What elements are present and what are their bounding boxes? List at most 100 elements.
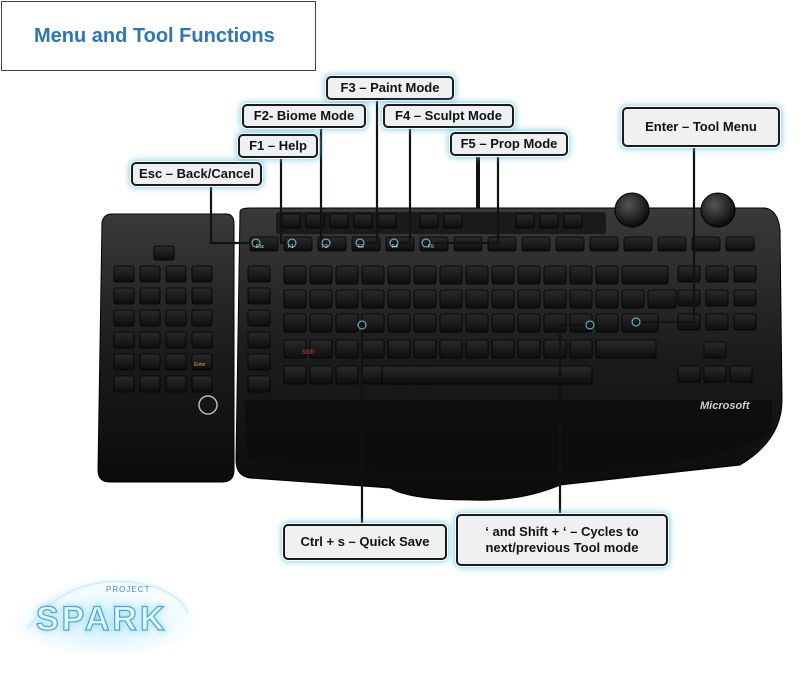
shift-key-label: Shift bbox=[302, 350, 314, 356]
main-key bbox=[569, 265, 593, 285]
numpad-key bbox=[113, 375, 135, 393]
numpad-key bbox=[113, 331, 135, 349]
macro-key bbox=[247, 353, 271, 371]
numpad-key bbox=[165, 331, 187, 349]
main-key bbox=[543, 289, 567, 309]
numpad-key bbox=[191, 331, 213, 349]
numpad-emblem bbox=[198, 395, 218, 415]
main-key bbox=[439, 339, 463, 359]
numpad-key bbox=[139, 353, 161, 371]
numpad-key bbox=[191, 353, 213, 371]
main-key bbox=[569, 339, 593, 359]
media-key bbox=[329, 213, 349, 229]
callout-enter-tool-menu: Enter – Tool Menu bbox=[622, 107, 780, 147]
function-key bbox=[317, 236, 347, 252]
leader-f4 bbox=[394, 127, 412, 245]
numpad-key bbox=[165, 375, 187, 393]
media-key bbox=[419, 213, 439, 229]
main-key bbox=[491, 339, 515, 359]
volume-knob-right bbox=[700, 192, 736, 228]
main-key bbox=[283, 265, 307, 285]
esc-key-label: Esc bbox=[256, 244, 265, 250]
numpad-top-key bbox=[153, 245, 175, 261]
main-key bbox=[595, 265, 619, 285]
nav-key bbox=[733, 265, 757, 283]
callout-f3-text: F3 – Paint Mode bbox=[340, 80, 440, 95]
callout-f3-paint-mode: F3 – Paint Mode bbox=[326, 76, 454, 100]
main-key bbox=[361, 313, 385, 333]
main-key bbox=[621, 289, 645, 309]
main-key bbox=[569, 289, 593, 309]
main-key bbox=[413, 265, 437, 285]
callout-f2-biome-mode: F2- Biome Mode bbox=[242, 104, 366, 128]
leader-f1 bbox=[279, 157, 292, 245]
main-key bbox=[283, 365, 307, 385]
callout-cycle-line2: next/previous Tool mode bbox=[485, 540, 639, 555]
arrow-key bbox=[703, 365, 727, 383]
callout-cycle-line1: ‘ and Shift + ‘ – Cycles to bbox=[485, 524, 639, 539]
main-key bbox=[465, 339, 489, 359]
main-key bbox=[387, 339, 411, 359]
media-key bbox=[515, 213, 535, 229]
nav-key bbox=[705, 265, 729, 283]
callout-ctrl-s-text: Ctrl + s – Quick Save bbox=[300, 534, 430, 549]
main-key bbox=[413, 313, 437, 333]
main-key bbox=[361, 289, 385, 309]
logo-big-text: SPARK bbox=[36, 600, 168, 638]
arrow-key bbox=[703, 341, 727, 359]
main-key bbox=[309, 339, 333, 359]
numpad-key bbox=[191, 375, 213, 393]
main-key bbox=[387, 265, 411, 285]
main-key bbox=[595, 289, 619, 309]
macro-key bbox=[247, 287, 271, 305]
numpad-key bbox=[165, 309, 187, 327]
page-title: Menu and Tool Functions bbox=[34, 24, 275, 47]
main-key-wide bbox=[647, 289, 677, 309]
project-spark-logo: PROJECT SPARK bbox=[9, 580, 201, 656]
callout-f1-text: F1 – Help bbox=[249, 138, 307, 153]
leader-enter bbox=[636, 147, 696, 324]
numpad-key bbox=[139, 265, 161, 283]
main-key bbox=[283, 339, 307, 359]
function-key bbox=[555, 236, 585, 252]
callout-f2-text: F2- Biome Mode bbox=[253, 108, 355, 123]
numpad-key bbox=[113, 287, 135, 305]
main-key bbox=[309, 265, 333, 285]
volume-knob-left bbox=[614, 192, 650, 228]
numpad-key bbox=[191, 265, 213, 283]
numpad-key bbox=[165, 353, 187, 371]
main-key bbox=[283, 313, 307, 333]
numpad-enter-label: Enter bbox=[194, 362, 206, 368]
callout-enter-text: Enter – Tool Menu bbox=[645, 119, 757, 134]
callout-esc-back-cancel: Esc – Back/Cancel bbox=[131, 162, 262, 186]
main-key-wide bbox=[595, 339, 657, 359]
logo-small-text: PROJECT bbox=[106, 585, 150, 594]
callout-esc-text: Esc – Back/Cancel bbox=[139, 166, 254, 181]
main-key bbox=[387, 313, 411, 333]
numpad-key bbox=[113, 353, 135, 371]
numpad-key bbox=[139, 287, 161, 305]
numpad-key bbox=[139, 331, 161, 349]
main-key bbox=[335, 339, 359, 359]
callout-f4-text: F4 – Sculpt Mode bbox=[395, 108, 502, 123]
callout-f1-help: F1 – Help bbox=[238, 134, 318, 158]
main-key bbox=[283, 289, 307, 309]
callout-ctrl-s-quick-save: Ctrl + s – Quick Save bbox=[283, 524, 447, 560]
spacebar bbox=[381, 365, 593, 385]
numpad-key bbox=[165, 287, 187, 305]
main-key bbox=[491, 313, 515, 333]
numpad-key bbox=[113, 265, 135, 283]
main-key bbox=[543, 265, 567, 285]
leader-f3 bbox=[360, 99, 379, 245]
main-key bbox=[335, 365, 359, 385]
main-key bbox=[465, 265, 489, 285]
nav-key bbox=[705, 289, 729, 307]
function-key bbox=[657, 236, 687, 252]
function-key bbox=[725, 236, 755, 252]
leader-f5 bbox=[426, 155, 500, 245]
main-key bbox=[335, 265, 359, 285]
nav-key bbox=[705, 313, 729, 331]
main-key bbox=[309, 365, 333, 385]
main-key bbox=[595, 313, 619, 333]
